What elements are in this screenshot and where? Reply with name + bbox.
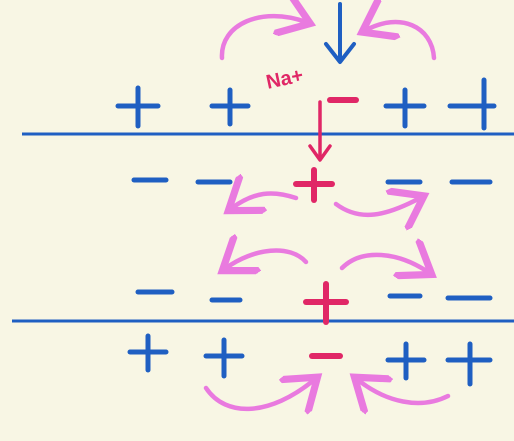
positive-charge <box>115 85 161 129</box>
positive-charge <box>293 167 335 203</box>
positive-charge <box>127 333 169 373</box>
curved-arrow-icon <box>226 251 309 268</box>
positive-charge <box>203 337 245 379</box>
down-arrow-icon <box>308 100 332 162</box>
positive-charge <box>303 281 349 325</box>
positive-charge <box>383 87 427 129</box>
curved-arrow-icon <box>366 22 437 61</box>
positive-charge <box>445 341 493 387</box>
curved-arrow-icon <box>219 16 306 61</box>
ion-label: Na+ <box>264 64 305 93</box>
curved-arrow-icon <box>232 193 299 208</box>
curved-arrow-icon <box>358 380 451 403</box>
positive-charge <box>447 77 497 131</box>
curved-arrow-icon <box>203 380 314 409</box>
positive-charge <box>209 87 251 127</box>
positive-charge <box>385 341 427 381</box>
down-arrow-icon <box>324 2 356 64</box>
curved-arrow-icon <box>339 255 428 272</box>
curved-arrow-icon <box>333 198 420 215</box>
